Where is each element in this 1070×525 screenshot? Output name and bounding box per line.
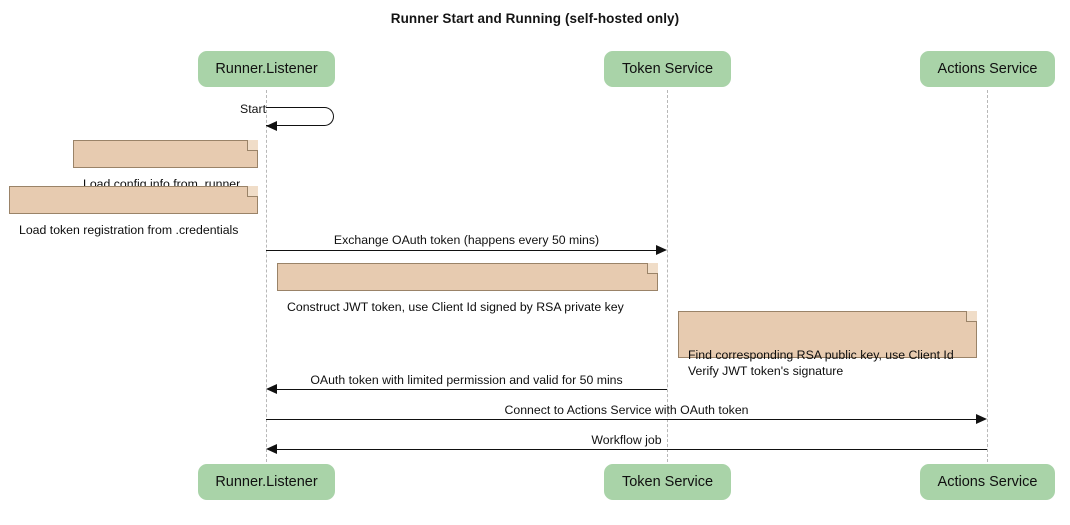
message-line-connect-to-actions-service — [266, 419, 976, 420]
arrowhead-workflow-job — [266, 444, 277, 454]
participant-actions-top[interactable]: Actions Service — [920, 51, 1055, 87]
message-label-oauth-token-reply: OAuth token with limited permission and … — [310, 373, 623, 387]
participant-actions-bottom[interactable]: Actions Service — [920, 464, 1055, 500]
lifeline-actions — [987, 90, 988, 462]
arrowhead-oauth-token-reply — [266, 384, 277, 394]
participant-token-top[interactable]: Token Service — [604, 51, 731, 87]
lifeline-runner — [266, 90, 267, 462]
lifeline-token — [667, 90, 668, 462]
note-text: Find corresponding RSA public key, use C… — [688, 348, 954, 378]
arrowhead-connect-to-actions-service — [976, 414, 987, 424]
note-dogear-icon — [966, 311, 977, 322]
message-line-exchange-oauth-token — [266, 250, 656, 251]
message-line-workflow-job — [277, 449, 987, 450]
note-construct-jwt-token: Construct JWT token, use Client Id signe… — [277, 263, 658, 314]
note-load-config-info: Load config info from .runner — [73, 140, 258, 191]
message-label-workflow-job: Workflow job — [591, 433, 662, 447]
arrowhead-exchange-oauth-token — [656, 245, 667, 255]
message-line-oauth-token-reply — [277, 389, 667, 390]
message-label-start: Start — [240, 102, 266, 116]
message-start-selfloop — [266, 107, 334, 126]
participant-runner-top[interactable]: Runner.Listener — [198, 51, 335, 87]
note-dogear-icon — [247, 140, 258, 151]
participant-runner-bottom[interactable]: Runner.Listener — [198, 464, 335, 500]
note-load-token-registration: Load token registration from .credential… — [9, 186, 258, 237]
message-label-connect-to-actions-service: Connect to Actions Service with OAuth to… — [504, 403, 749, 417]
note-dogear-icon — [247, 186, 258, 197]
note-dogear-icon — [647, 263, 658, 274]
diagram-title: Runner Start and Running (self-hosted on… — [390, 11, 680, 26]
arrowhead-start — [266, 121, 277, 131]
participant-token-bottom[interactable]: Token Service — [604, 464, 731, 500]
note-verify-jwt-token: Find corresponding RSA public key, use C… — [678, 311, 977, 378]
note-text: Construct JWT token, use Client Id signe… — [287, 300, 624, 314]
message-label-exchange-oauth-token: Exchange OAuth token (happens every 50 m… — [333, 233, 600, 247]
note-text: Load token registration from .credential… — [19, 223, 239, 237]
